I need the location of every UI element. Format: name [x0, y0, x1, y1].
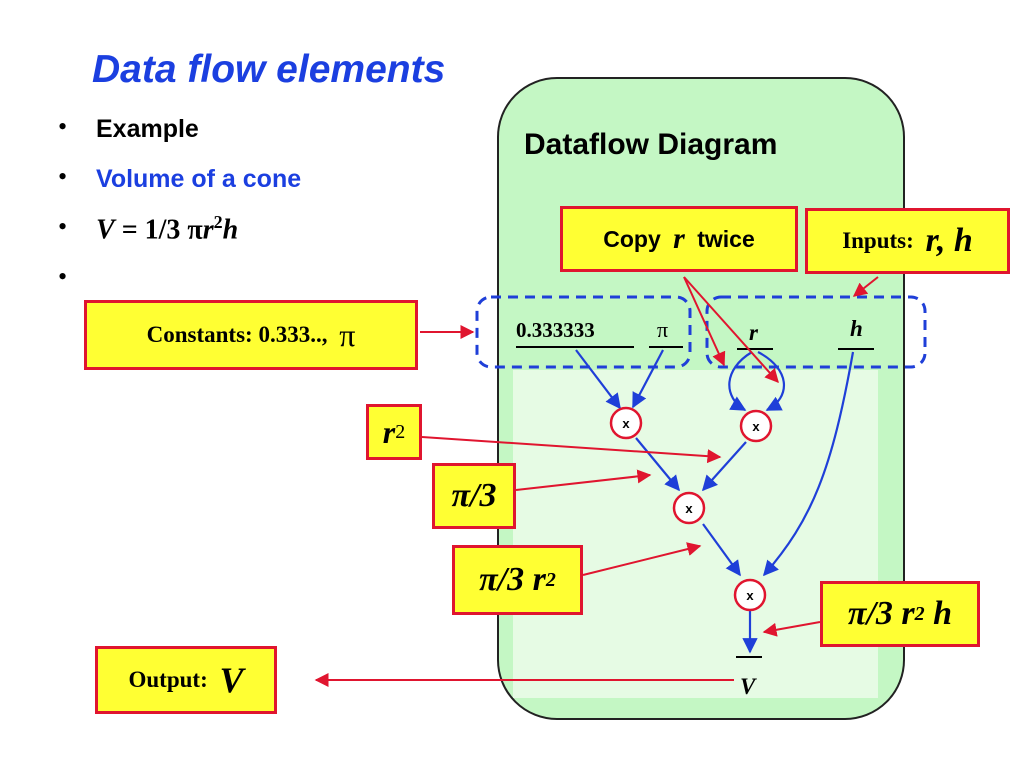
const-third-label: 0.333333 [516, 318, 595, 342]
formula-h: h [222, 214, 239, 246]
mult-node-1-label: x [622, 416, 630, 431]
edge-mult3-to-mult4 [702, 523, 741, 577]
pointer-inputs [852, 276, 879, 297]
pointer-copy-r-right [683, 276, 779, 384]
output-v-label: V [740, 674, 756, 699]
bullet-text: Example [96, 115, 199, 143]
mult-node-2: x [739, 409, 773, 443]
r-squared-var: r [382, 413, 396, 450]
mult-node-3-label: x [685, 501, 693, 516]
pi-third-r2-text: π/3 r [479, 561, 546, 598]
callout-copy-r-twice: Copy r twice [560, 206, 798, 272]
output-label: Output: [128, 667, 214, 692]
pi-third-r2-h-sup: 2 [914, 602, 925, 625]
mult-node-3: x [672, 491, 706, 525]
cone-volume-formula: V = 1/3 πr2h [96, 212, 238, 246]
pi-third-r2-h-post: h [924, 595, 953, 632]
bullet-marker: • [58, 262, 68, 291]
edge-h-to-mult4 [762, 351, 855, 577]
constants-label: Constants: 0.333.., [146, 322, 334, 347]
callout-pi-third: π/3 [432, 463, 516, 529]
edge-r-to-mult2-left [728, 351, 753, 411]
constants-pi: π [339, 316, 356, 353]
inputs-group-box [705, 295, 927, 369]
dataflow-diagram-title: Dataflow Diagram [524, 128, 778, 161]
edge-mult1-to-mult3 [635, 437, 680, 492]
pi-third-r2-sup: 2 [545, 568, 556, 591]
edge-r-to-mult2-right [757, 351, 785, 411]
formula-eq: = 1/3 [114, 214, 188, 246]
pi-third-text: π/3 [451, 477, 497, 514]
input-h-label: h [850, 316, 863, 341]
copy-r-var: r [673, 222, 685, 255]
edge-mult2-to-mult3 [701, 441, 747, 492]
constants-group-box [475, 295, 692, 369]
inputs-vars: r, h [925, 222, 973, 259]
edge-pi-to-mult1 [632, 349, 664, 409]
pointer-pi-third-r2 [582, 542, 702, 576]
callout-constants: Constants: 0.333.., π [84, 300, 418, 370]
pointer-r-squared [421, 436, 722, 464]
output-var: V [219, 660, 244, 700]
const-pi-label: π [657, 317, 669, 342]
formula-v: V [96, 214, 115, 246]
mult-node-2-label: x [752, 419, 760, 434]
pointer-pi-third-r2-h [762, 621, 821, 637]
bullet-text: Volume of a cone [96, 165, 302, 193]
dataflow-canvas [513, 370, 878, 698]
pointer-pi-third [515, 469, 652, 491]
r-squared-sup: 2 [395, 420, 406, 443]
pi-third-r2-h-text: π/3 r [847, 595, 915, 632]
formula-r: r [202, 214, 214, 246]
slide-title: Data flow elements [92, 48, 446, 91]
bullet-marker: • [58, 112, 68, 141]
edge-third-to-mult1 [575, 349, 621, 410]
formula-exp: 2 [213, 212, 223, 232]
formula-pi: π [187, 214, 203, 246]
mult-node-1: x [609, 406, 643, 440]
bullet-marker: • [58, 212, 68, 241]
bullet-marker: • [58, 162, 68, 191]
callout-output: Output: V [95, 646, 277, 714]
mult-node-4: x [733, 578, 767, 612]
mult-node-4-label: x [746, 588, 754, 603]
pointer-copy-r-left [683, 276, 726, 367]
copy-r-post: twice [690, 225, 755, 252]
inputs-label: Inputs: [842, 228, 920, 253]
copy-r-pre: Copy [603, 225, 668, 252]
input-r-label: r [749, 320, 758, 345]
callout-inputs: Inputs: r, h [805, 208, 1010, 274]
